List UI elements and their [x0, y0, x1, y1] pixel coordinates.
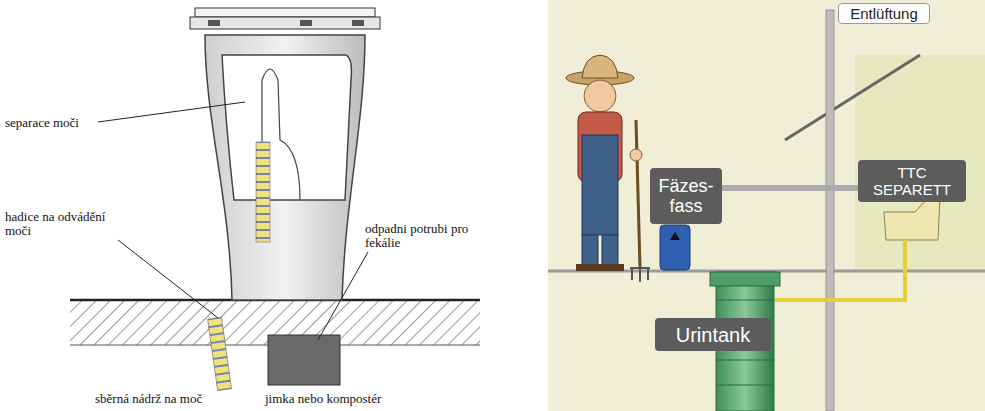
hand [630, 149, 642, 161]
barrel-symbol [670, 232, 680, 240]
urine-hose [256, 142, 270, 242]
background [548, 0, 985, 411]
toilet-window [222, 55, 351, 200]
toilet [884, 196, 940, 240]
boot [576, 264, 600, 271]
waste-pipe [268, 335, 340, 385]
feces-barrel [660, 225, 690, 270]
boot [600, 264, 624, 271]
toilet-seat [190, 17, 380, 29]
toilet-section [70, 8, 480, 391]
roof-line [785, 55, 920, 140]
house-scheme [548, 0, 985, 411]
leg [582, 235, 598, 267]
pitchfork-tines [630, 268, 650, 282]
pitchfork-handle [636, 120, 640, 268]
label-box: Urintank [655, 318, 771, 351]
tank-rib [716, 360, 774, 361]
leader-line [98, 102, 245, 122]
node-text: Fäzes- fass [650, 175, 722, 217]
node-text: Urintank [673, 323, 753, 347]
urine-hose [775, 240, 905, 300]
part-label: separace moči [5, 116, 105, 130]
node-text: TTC SEPARETT [858, 163, 966, 199]
leg [602, 235, 618, 267]
label-box: Entlüftung [838, 3, 930, 24]
label-box: TTC SEPARETT [858, 160, 966, 202]
part-label: sběrná nádrž na moč [95, 392, 255, 406]
label-box: Fäzes- fass [650, 168, 722, 224]
face [584, 80, 616, 112]
seat-mark [300, 20, 312, 26]
part-label: hadice na odvádění moči [5, 210, 125, 238]
tank-lid [710, 272, 780, 286]
toilet-lid [195, 8, 375, 17]
tank-rib [716, 385, 774, 386]
wall-panel [855, 55, 985, 270]
seat-mark [208, 20, 220, 26]
leader-line [118, 240, 218, 318]
part-label: odpadni potrubi pro fekálie [365, 222, 475, 250]
farmer [566, 55, 650, 282]
urine-hose [208, 317, 232, 390]
leader-line [318, 252, 368, 340]
overalls [582, 135, 618, 235]
vent-pipe [826, 10, 834, 411]
node-text: Entlüftung [847, 4, 921, 23]
seat-mark [352, 20, 364, 26]
hat [582, 55, 618, 78]
part-label: jimka nebo kompostér [265, 392, 445, 406]
toilet-body [205, 35, 365, 300]
tank-rib [716, 300, 774, 301]
